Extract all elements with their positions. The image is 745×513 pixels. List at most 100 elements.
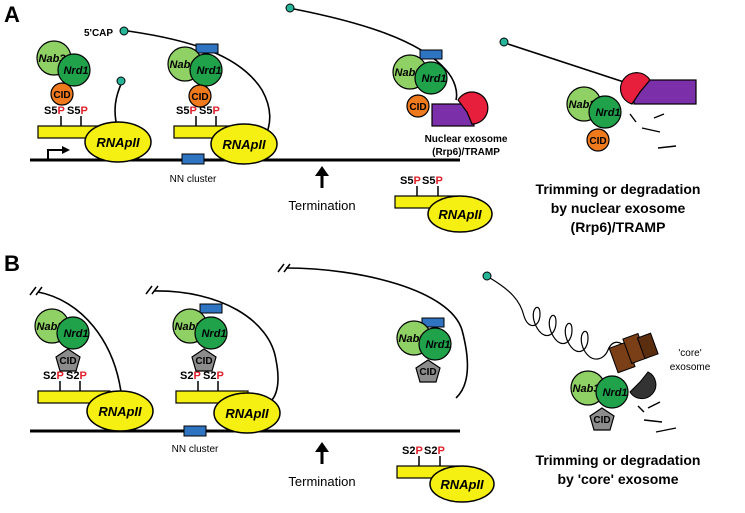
phospho-s2-label: S2P	[402, 445, 423, 457]
cid-label: CID	[191, 92, 208, 103]
nn-cluster-box	[181, 153, 205, 165]
complex-b3: Nab3 Nrd1 CID	[396, 317, 452, 383]
phospho-s2-label: S2P	[424, 445, 445, 457]
cid-domain	[191, 348, 217, 372]
rna-fragment	[629, 113, 637, 123]
rna-break-icon	[145, 285, 159, 295]
rna-fragment	[643, 419, 663, 423]
cid-label: CID	[419, 367, 436, 378]
cid-label: CID	[589, 136, 606, 147]
termination-arrowhead-icon	[315, 442, 329, 452]
nn-rna-box	[195, 43, 219, 54]
phospho-s5-label: S5P	[199, 105, 220, 117]
caption-a-line3: (Rrp6)/TRAMP	[571, 219, 666, 235]
core-exosome-pacman-icon	[629, 371, 657, 400]
cid-domain	[586, 128, 610, 152]
nrd1-protein	[56, 316, 90, 350]
nrd1-protein	[189, 53, 223, 87]
rna-transcript	[285, 267, 469, 399]
nrd1-label: Nrd1	[63, 328, 88, 340]
nab3-label: Nab3	[569, 99, 596, 111]
nab3-label: Nab3	[39, 53, 66, 65]
cap-dot-icon	[119, 26, 129, 36]
cid-label: CID	[409, 102, 426, 113]
phospho-s5-label: S5P	[422, 175, 443, 187]
released-rnapii-b: RNApII S2P S2P	[396, 445, 495, 503]
rnapii	[427, 195, 493, 233]
phospho-s2-label: S2P	[203, 370, 224, 382]
rnapii-label: RNApII	[96, 135, 140, 150]
core-exosome-label: 'core'	[678, 348, 701, 359]
rnapii-label: RNApII	[438, 207, 482, 222]
caption-a-line1: Trimming or degradation	[536, 181, 701, 197]
nrd1-label: Nrd1	[63, 65, 88, 77]
nrd1-label: Nrd1	[421, 73, 446, 85]
nrd1-protein	[588, 95, 622, 129]
nn-cluster-box	[183, 425, 207, 437]
released-rnapii-a: RNApII S5P S5P	[394, 175, 493, 233]
rnapii-label: RNApII	[225, 406, 269, 421]
cap-dot-icon	[499, 37, 509, 47]
nn-cluster-label: NN cluster	[170, 174, 217, 185]
rna-transcript	[153, 290, 279, 403]
cid-domain	[55, 348, 81, 372]
five-cap-label: 5'CAP	[84, 28, 113, 39]
nrd1-label: Nrd1	[595, 107, 620, 119]
nrd1-protein	[595, 375, 629, 409]
cid-domain	[50, 82, 74, 106]
promoter-arrowhead-icon	[62, 146, 70, 154]
nrd1-protein	[57, 53, 91, 87]
core-exosome-subunit	[636, 332, 659, 360]
core-exosome-sub-label: exosome	[670, 362, 711, 373]
phospho-s2-label: S2P	[43, 370, 64, 382]
phospho-s2-label: S2P	[180, 370, 201, 382]
rna-5-end-icon	[116, 76, 126, 86]
rna-fragment	[637, 405, 645, 413]
rna-transcript	[507, 43, 637, 87]
nrd1-label: Nrd1	[425, 339, 450, 351]
rna-fragment	[647, 401, 661, 409]
nn-rna-box	[419, 49, 443, 60]
phospho-s2-label: S2P	[66, 370, 87, 382]
rna-coil	[489, 277, 629, 365]
cid-label: CID	[195, 356, 212, 367]
cid-label: CID	[59, 356, 76, 367]
termination-label: Termination	[288, 198, 355, 213]
cid-label: CID	[593, 415, 610, 426]
rna-transcript	[37, 291, 123, 401]
termination-label: Termination	[288, 474, 355, 489]
nrd1-protein	[418, 327, 452, 361]
nrd1-protein	[414, 61, 448, 95]
rnapii-label: RNApII	[98, 404, 142, 419]
cid-domain	[589, 407, 615, 431]
panel-a-label: A	[4, 2, 20, 27]
nuclear-exosome-sub-label: (Rrp6)/TRAMP	[432, 147, 500, 158]
complex-a3: Nab3 Nrd1 CID	[392, 49, 489, 127]
cid-domain	[406, 94, 430, 118]
degradation-complex-a: Nab3 Nrd1 CID	[566, 72, 697, 152]
rna-fragment	[653, 113, 665, 119]
rnapii	[429, 465, 495, 503]
exosome-pacman-icon	[457, 91, 489, 125]
caption-a-line2: by nuclear exosome	[551, 200, 686, 216]
complex-a1: RNApII S5P S5P Nab3 Nrd1 CID	[36, 40, 152, 163]
nab3-label: Nab3	[573, 383, 600, 395]
rna-transcript	[127, 30, 271, 139]
promoter-arrow-icon	[47, 149, 64, 160]
phospho-s5-label: S5P	[176, 105, 197, 117]
nuclear-exosome-label: Nuclear exosome	[425, 134, 508, 145]
phospho-s5-label: S5P	[44, 105, 65, 117]
complex-b2: RNApII S2P S2P Nab3 Nrd1 CID	[172, 303, 281, 434]
nn-rna-box	[199, 303, 223, 314]
exosome-pacman-icon	[619, 72, 651, 105]
rnapii-label: RNApII	[222, 137, 266, 152]
rnapii	[84, 121, 152, 163]
rna-fragment	[655, 427, 677, 433]
rna-fragment	[657, 145, 677, 149]
cid-domain	[188, 84, 212, 108]
rnapii	[210, 123, 278, 165]
cap-dot-icon	[482, 271, 492, 281]
degradation-complex-b: Nab3 Nrd1 CID	[570, 332, 677, 433]
panel-b-label: B	[4, 251, 20, 276]
